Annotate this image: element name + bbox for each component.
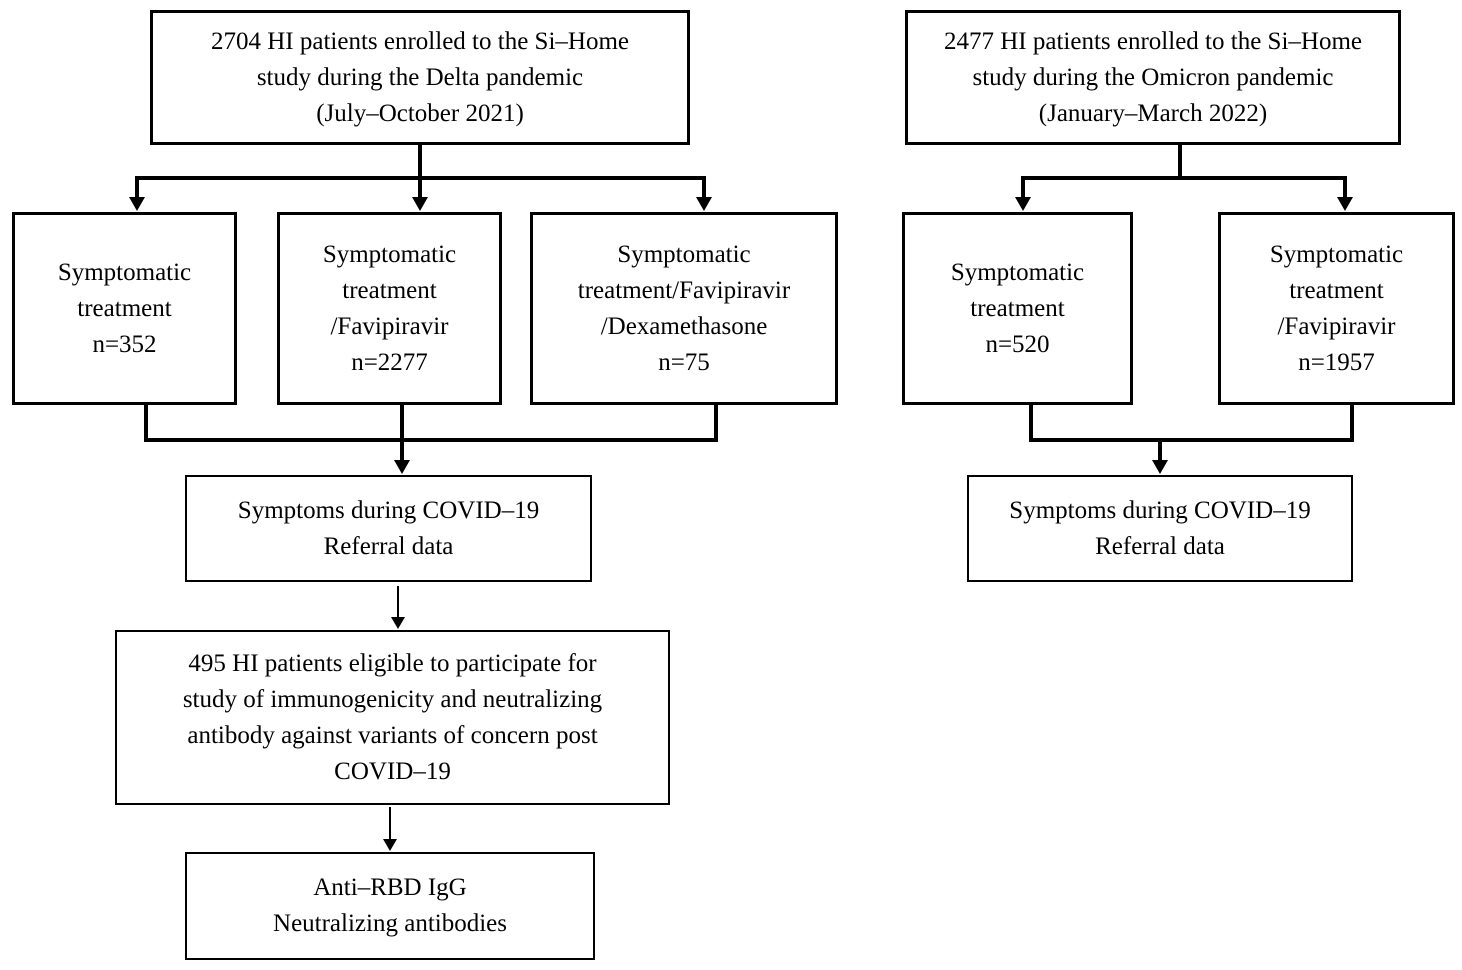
box-delta-eligible-patients: 495 HI patients eligible to participate …: [115, 630, 670, 805]
delta-branch-arrowheads: [129, 197, 712, 211]
delta-branch-connector: [135, 145, 706, 204]
omicron-merge-connector: [1029, 405, 1354, 464]
arrowhead: [394, 460, 410, 474]
arrowhead: [1337, 197, 1353, 211]
arrowhead: [696, 197, 712, 211]
omicron-merge-arrowhead: [1152, 460, 1168, 474]
delta-merge-arrowhead: [394, 460, 410, 474]
arrowhead: [1015, 197, 1031, 211]
box-delta-enrollment: 2704 HI patients enrolled to the Si–Home…: [150, 10, 690, 145]
box-delta-arm-dexamethasone: Symptomatic treatment/Favipiravir /Dexam…: [530, 212, 838, 405]
box-omicron-arm-symptomatic: Symptomatic treatment n=520: [902, 212, 1133, 405]
box-omicron-enrollment: 2477 HI patients enrolled to the Si–Home…: [905, 10, 1401, 145]
box-delta-antibody-outcome: Anti–RBD IgG Neutralizing antibodies: [185, 852, 595, 960]
box-delta-symptoms-referral: Symptoms during COVID–19 Referral data: [185, 475, 592, 582]
omicron-branch-arrowheads: [1015, 197, 1353, 211]
omicron-branch-connector: [1021, 145, 1347, 204]
arrowhead: [129, 197, 145, 211]
box-delta-arm-symptomatic: Symptomatic treatment n=352: [12, 212, 237, 405]
arrowhead: [1152, 460, 1168, 474]
delta-merge-connector: [144, 405, 718, 464]
box-delta-arm-favipiravir: Symptomatic treatment /Favipiravir n=227…: [277, 212, 502, 405]
arrowhead: [412, 197, 428, 211]
arrowhead: [391, 617, 405, 629]
box-omicron-arm-favipiravir: Symptomatic treatment /Favipiravir n=195…: [1218, 212, 1455, 405]
box-omicron-symptoms-referral: Symptoms during COVID–19 Referral data: [967, 475, 1353, 582]
arrowhead: [383, 839, 397, 851]
